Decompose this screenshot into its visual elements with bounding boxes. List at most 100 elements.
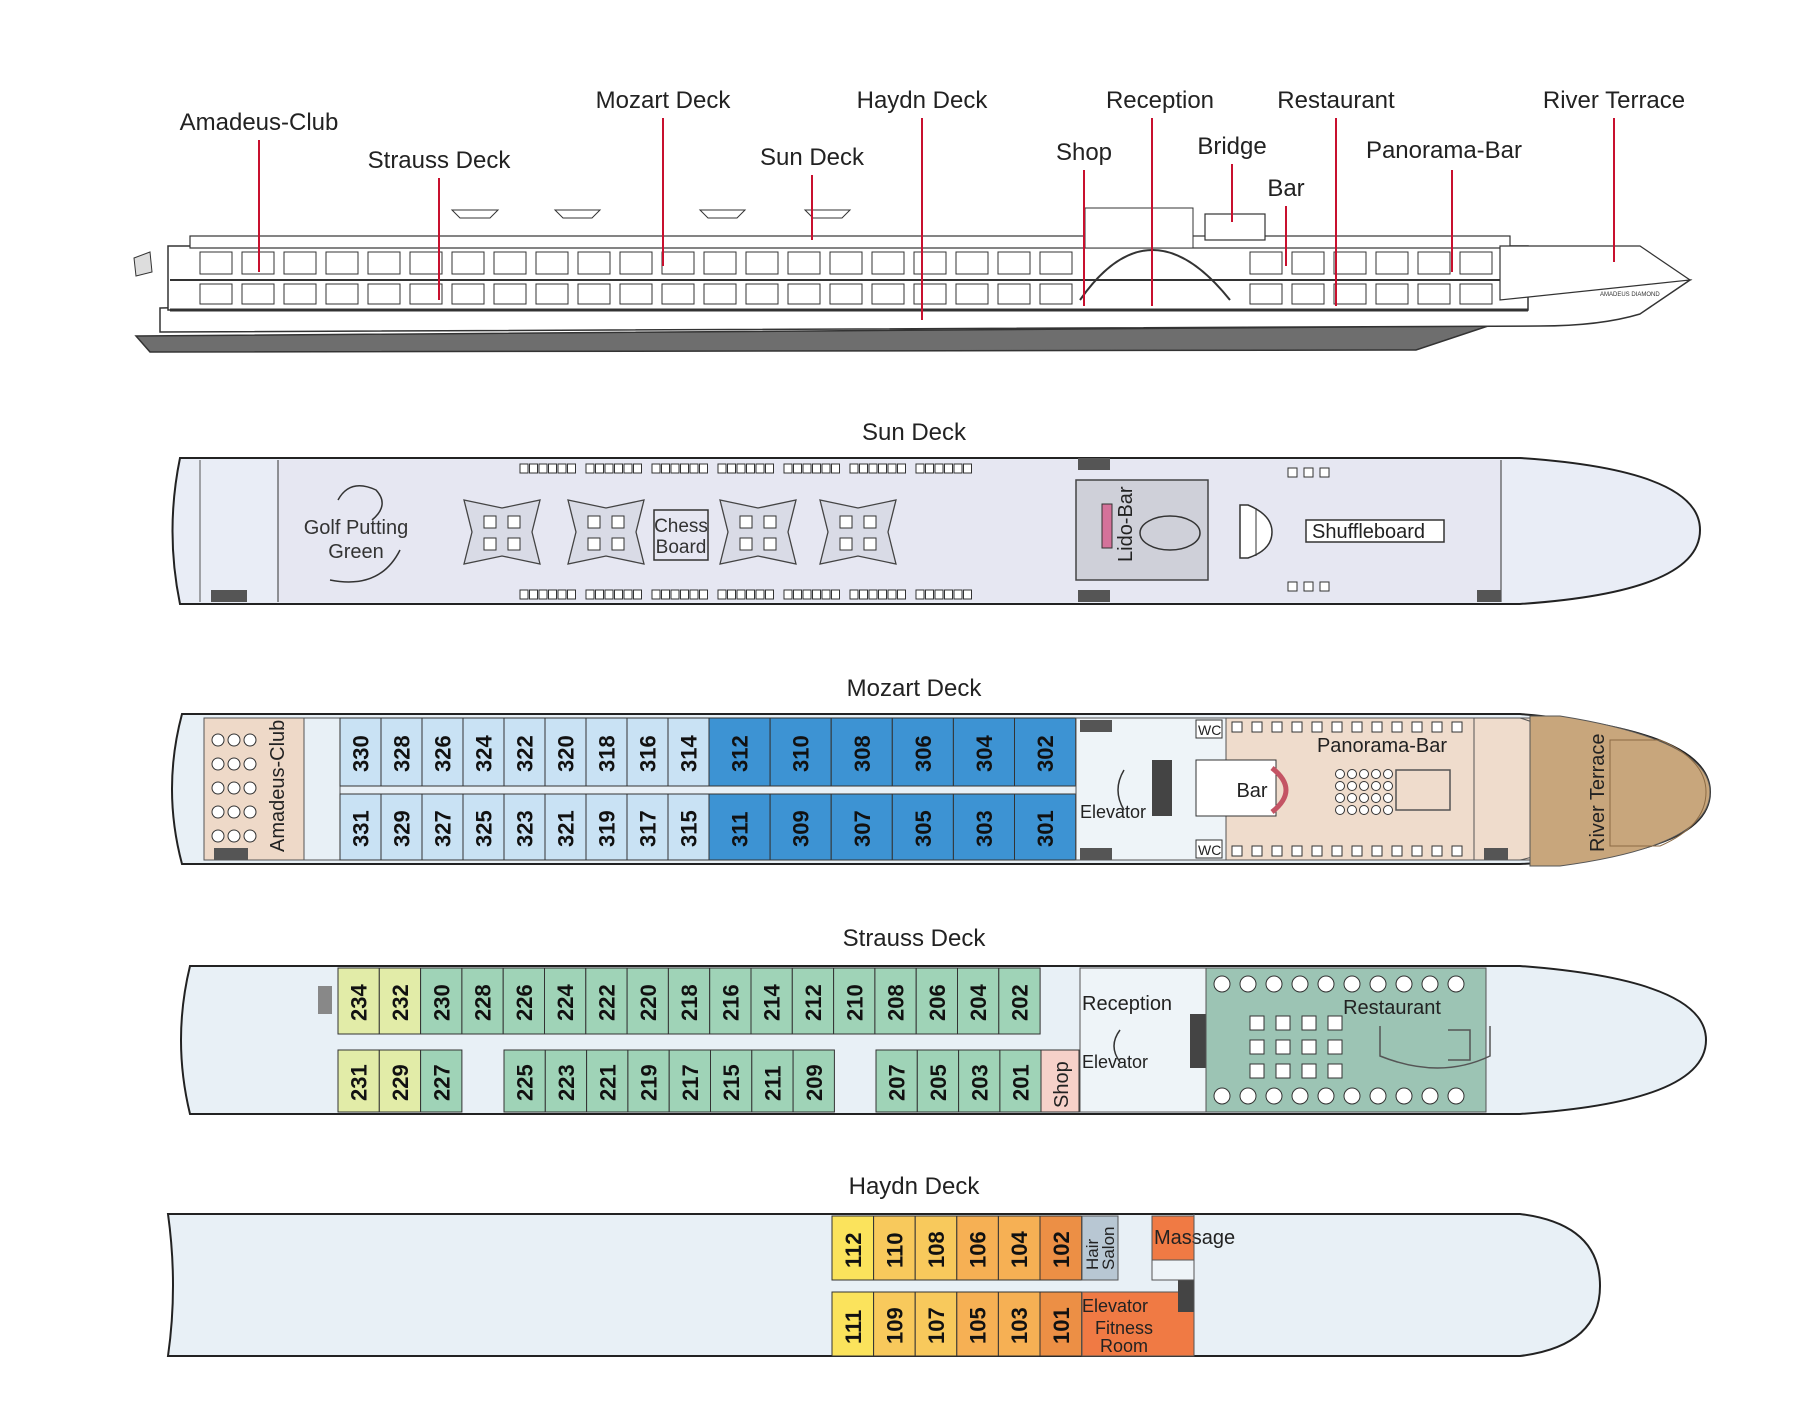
mozart-corridor-stern <box>303 717 341 861</box>
panorama-seat <box>1251 721 1263 733</box>
golf-label-1: Golf Putting <box>304 517 409 539</box>
sun-lounger <box>727 589 736 600</box>
mozart-cabin-number: 331 <box>349 810 374 847</box>
sun-lounger <box>623 463 633 474</box>
mozart-cabin <box>1014 793 1077 861</box>
panorama-seat <box>1231 721 1243 733</box>
callout-label: Reception <box>1106 87 1214 114</box>
sun-lounger <box>529 463 538 474</box>
sun-lounger <box>802 463 812 474</box>
restaurant-table <box>1369 1087 1387 1105</box>
bar-counter-area <box>1195 759 1277 817</box>
sun-lounger <box>548 589 557 600</box>
strauss-cabin <box>585 967 628 1035</box>
sun-lounger <box>831 463 840 474</box>
sun-lounger <box>755 589 765 600</box>
sun-lounger <box>821 463 831 474</box>
sun-lounger <box>736 589 746 600</box>
mozart-cabin <box>830 717 893 787</box>
panorama-seat <box>1371 845 1383 857</box>
strauss-cabin-number: 205 <box>926 1064 951 1101</box>
mozart-cabin-number: 319 <box>595 810 620 847</box>
callout-label: Bar <box>1267 175 1304 202</box>
mozart-cabin-number: 303 <box>972 810 997 847</box>
bow <box>1499 245 1692 301</box>
haydn-cabin-number: 101 <box>1049 1307 1074 1344</box>
river-terrace-label: River Terrace <box>1587 733 1609 852</box>
sun-deck-stairs <box>211 458 1501 602</box>
haydn-cabin-number: 104 <box>1007 1231 1032 1268</box>
club-tables <box>211 733 257 843</box>
sun-lounger <box>765 589 774 600</box>
panorama-seat <box>1311 845 1323 857</box>
mozart-cabin <box>585 717 628 787</box>
sun-lounger <box>585 589 595 600</box>
club-table <box>211 733 225 747</box>
sun-deck: Sun Deck Golf Putting Green Chess Board … <box>171 419 1702 605</box>
lido-bar-label: Lido-Bar <box>1115 486 1137 562</box>
mozart-cabin <box>339 717 382 787</box>
sun-loungers <box>519 463 972 600</box>
panorama-bar-label: Panorama-Bar <box>1317 735 1447 757</box>
sun-lounger <box>953 589 963 600</box>
strauss-cabin <box>957 967 1000 1035</box>
mozart-cabin <box>585 793 628 861</box>
restaurant-table <box>1301 1063 1317 1079</box>
mozart-cabin-number: 321 <box>554 810 579 847</box>
sun-lounger <box>746 463 755 474</box>
haydn-cabin <box>914 1215 958 1281</box>
mozart-cabin <box>667 717 710 787</box>
strauss-cabin-number: 206 <box>925 984 950 1021</box>
sun-lounger <box>529 589 538 600</box>
sun-lounger <box>934 589 944 600</box>
restaurant-buffet <box>1379 1026 1491 1069</box>
mozart-cabin-number: 327 <box>431 810 456 847</box>
panorama-seat <box>1411 845 1423 857</box>
panorama-seat <box>1335 805 1345 815</box>
lido-bar <box>1075 479 1209 581</box>
mozart-cabin-number: 305 <box>911 810 936 847</box>
panorama-seat <box>1451 721 1463 733</box>
haydn-elevator-label: Elevator <box>1082 1296 1148 1316</box>
haydn-cabin <box>914 1291 958 1357</box>
sun-lounger <box>887 463 897 474</box>
strauss-cabin-number: 226 <box>512 984 537 1021</box>
strauss-cabin-number: 224 <box>553 984 578 1021</box>
haydn-cabin-number: 103 <box>1007 1307 1032 1344</box>
panorama-seat <box>1335 769 1345 779</box>
sun-lounger <box>953 463 963 474</box>
club-table <box>211 829 225 843</box>
sun-lounger <box>755 463 765 474</box>
strauss-elevator <box>1190 1014 1210 1068</box>
sun-lounger <box>859 463 868 474</box>
restaurant-table <box>1275 1015 1291 1031</box>
restaurant-table <box>1291 975 1309 993</box>
sun-lounger <box>849 463 859 474</box>
river-terrace-area <box>1529 715 1711 867</box>
haydn-cabin <box>1039 1291 1083 1357</box>
restaurant-table <box>1327 1063 1343 1079</box>
panorama-seat <box>1347 769 1357 779</box>
fitness-room <box>1081 1291 1195 1357</box>
mozart-cabin-number: 302 <box>1033 735 1058 772</box>
mozart-cabin <box>708 717 771 787</box>
sun-lounger <box>925 463 934 474</box>
sun-lounger <box>963 589 972 600</box>
strauss-cabin-number: 232 <box>388 984 413 1021</box>
panorama-seat <box>1291 845 1303 857</box>
flag <box>133 251 153 277</box>
panorama-seat <box>1271 845 1283 857</box>
panorama-seat <box>1359 769 1369 779</box>
mozart-cabin-number: 316 <box>636 735 661 772</box>
haydn-cabin <box>997 1215 1041 1281</box>
strauss-cabin-number: 215 <box>719 1064 744 1101</box>
strauss-cabin <box>791 967 835 1035</box>
sun-lounger <box>736 463 746 474</box>
bridge <box>1204 213 1266 241</box>
sun-lounger <box>821 589 831 600</box>
mozart-wc-top: WC <box>1198 722 1221 738</box>
